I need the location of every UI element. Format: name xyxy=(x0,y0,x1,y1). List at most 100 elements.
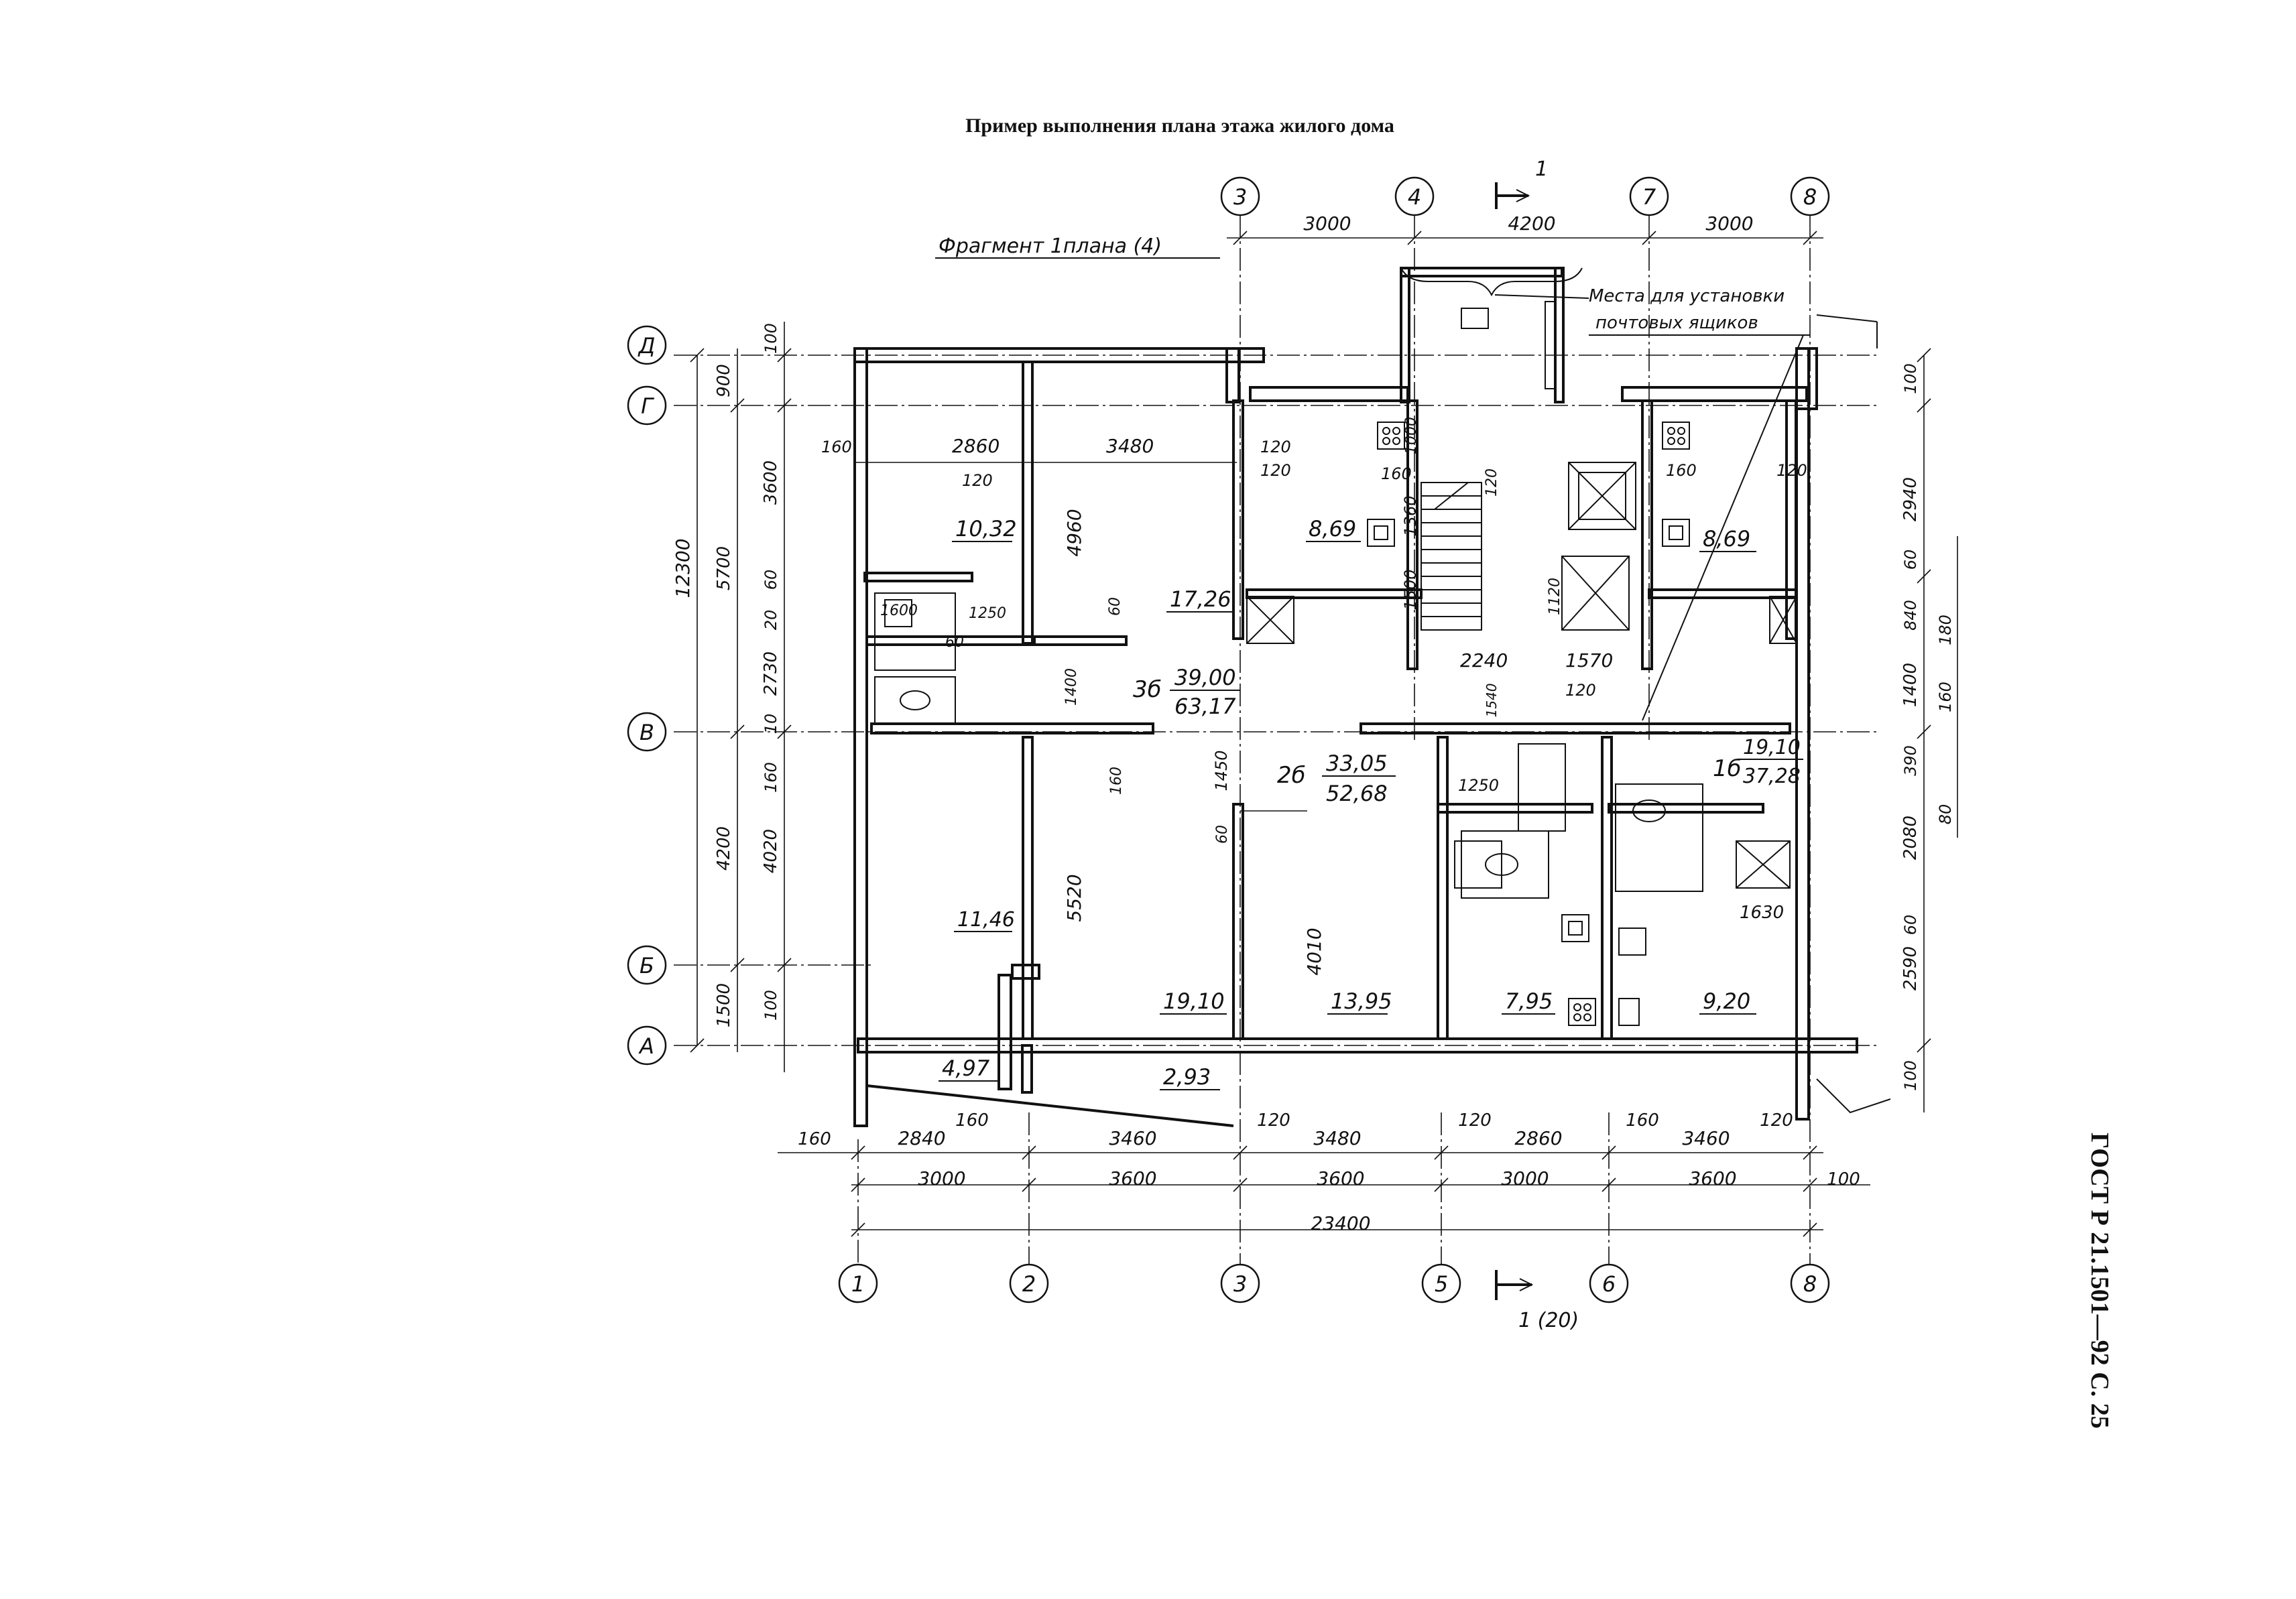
dim-text: 2080 xyxy=(1900,816,1921,860)
dim-text: 4960 xyxy=(1063,509,1085,556)
fragment-label: Фрагмент 1плана (4) xyxy=(939,235,1162,258)
page-title: Пример выполнения плана этажа жилого дом… xyxy=(965,115,1394,137)
dim-text: 160 xyxy=(798,1129,831,1149)
room-area: 13,95 xyxy=(1331,988,1392,1014)
dim-text: 2860 xyxy=(952,435,1000,457)
dim-text: 120 xyxy=(1565,681,1596,700)
dim-text: 100 xyxy=(1901,363,1920,394)
section-mark-top: 1 xyxy=(1495,157,1548,209)
dim-text: 5700 xyxy=(714,546,734,590)
axis-bubble xyxy=(627,385,667,426)
sink-icon xyxy=(1618,928,1646,956)
dim-text: 160 xyxy=(1936,682,1955,712)
dim-text: 120 xyxy=(1458,1110,1492,1131)
dim-text: 100 xyxy=(1827,1169,1860,1190)
axis-bubble xyxy=(627,1025,667,1066)
dim-text: 20 xyxy=(762,610,780,631)
standard-label: ГОСТ Р 21.1501—92 С. 25 xyxy=(2086,1133,2114,1429)
dim-text: 4200 xyxy=(714,826,734,871)
apartment-rooms: 2б xyxy=(1277,762,1306,789)
section-mark-bottom: 1 (20) xyxy=(1495,1270,1579,1332)
axis-label: 6 xyxy=(1602,1271,1616,1297)
stove-icon xyxy=(1618,998,1640,1026)
apartment-rooms: 3б xyxy=(1133,676,1162,703)
top-dimension-chain: 3000 4200 3000 xyxy=(1227,212,1823,245)
axis-label: 8 xyxy=(1803,1271,1817,1297)
room-area: 17,26 xyxy=(1170,586,1231,612)
mailbox-note-line2: почтовых ящиков xyxy=(1595,313,1758,333)
dim-text: 120 xyxy=(1260,438,1291,456)
axis-bubbles-left: Д Г В Б А xyxy=(627,325,667,1066)
dim-text: 120 xyxy=(1260,461,1291,480)
dim-text: 3480 xyxy=(1313,1127,1361,1149)
vent-block-icon xyxy=(1736,840,1791,889)
dim-text: 3000 xyxy=(1501,1167,1549,1190)
dim-text: 160 xyxy=(821,438,852,456)
apartment-total-area: 63,17 xyxy=(1174,694,1236,719)
axis-bubbles-top: 3 4 7 8 xyxy=(1220,176,1830,216)
dim-text: 1120 xyxy=(1547,578,1563,615)
dim-text: 60 xyxy=(945,634,964,651)
axis-bubble xyxy=(627,712,667,752)
dim-text: 1630 xyxy=(1740,903,1784,923)
axis-label: В xyxy=(640,720,654,745)
sink-icon xyxy=(1561,914,1589,942)
dim-text: 100 xyxy=(762,990,780,1021)
dim-text: 1400 xyxy=(1063,668,1080,706)
room-area: 7,95 xyxy=(1505,988,1553,1014)
dim-text: 4020 xyxy=(761,829,781,873)
dim-text: 1500 xyxy=(714,983,734,1027)
dim-text: 3000 xyxy=(918,1167,965,1190)
axis-bubble xyxy=(1589,1263,1629,1303)
axis-bubble xyxy=(1421,1263,1461,1303)
dim-text: 1500 xyxy=(1401,569,1420,610)
dim-text: 180 xyxy=(1936,615,1955,645)
bath-icon xyxy=(874,592,956,671)
apartment-living-area: 39,00 xyxy=(1174,665,1236,690)
dim-text: 1570 xyxy=(1565,649,1613,671)
axis-label: Б xyxy=(640,953,654,978)
dim-text: 160 xyxy=(1381,464,1412,483)
dim-text: 1400 xyxy=(1900,663,1921,707)
axis-bubble xyxy=(1790,176,1830,216)
axis-label: 3 xyxy=(1233,1271,1247,1297)
dim-text: 100 xyxy=(1901,1060,1920,1091)
axis-label: 8 xyxy=(1803,184,1817,210)
dim-text: 1250 xyxy=(1458,776,1499,795)
dim-text: 3460 xyxy=(1109,1127,1156,1149)
dim-text: 60 xyxy=(762,570,780,590)
dim-text: 900 xyxy=(714,364,734,397)
dim-text: 60 xyxy=(1901,915,1920,936)
dim-text: 120 xyxy=(1257,1110,1290,1131)
dim-text: 12300 xyxy=(672,538,694,598)
dim-text: 4200 xyxy=(1508,212,1555,235)
dim-text: 2860 xyxy=(1514,1127,1562,1149)
room-area: 10,32 xyxy=(955,516,1017,541)
mailbox-leader xyxy=(1642,334,1804,721)
dim-text: 1450 xyxy=(1212,750,1231,791)
apartment-total-area: 52,68 xyxy=(1326,781,1388,806)
dim-text: 3480 xyxy=(1106,435,1154,457)
interior-dimensions: 160 2860 3480 120 120 4960 1600 1250 60 … xyxy=(821,417,1807,976)
room-area-labels: 10,32 17,26 8,69 8,69 11,46 19,10 4,97 2… xyxy=(939,516,1756,1090)
axis-bubble xyxy=(1790,1263,1830,1303)
dim-text: 3600 xyxy=(1317,1167,1364,1190)
toilet-icon xyxy=(874,676,956,724)
axis-bubble xyxy=(627,945,667,985)
dim-text: 3460 xyxy=(1682,1127,1730,1149)
dim-text: 2590 xyxy=(1900,946,1921,990)
axis-bubble xyxy=(1220,1263,1260,1303)
dim-text: 1600 xyxy=(880,602,918,619)
axis-bubble xyxy=(1220,176,1260,216)
vent-block-icon xyxy=(1454,840,1502,889)
mailbox-leader-top xyxy=(1494,294,1589,299)
dim-text: 2840 xyxy=(898,1127,945,1149)
room-area: 2,93 xyxy=(1163,1064,1211,1090)
axis-bubble xyxy=(1629,176,1669,216)
room-area: 4,97 xyxy=(942,1056,990,1081)
stove-icon xyxy=(1568,998,1596,1026)
axis-bubble xyxy=(627,325,667,365)
dim-text: 60 xyxy=(1214,825,1231,844)
dim-text: 3000 xyxy=(1303,212,1351,235)
